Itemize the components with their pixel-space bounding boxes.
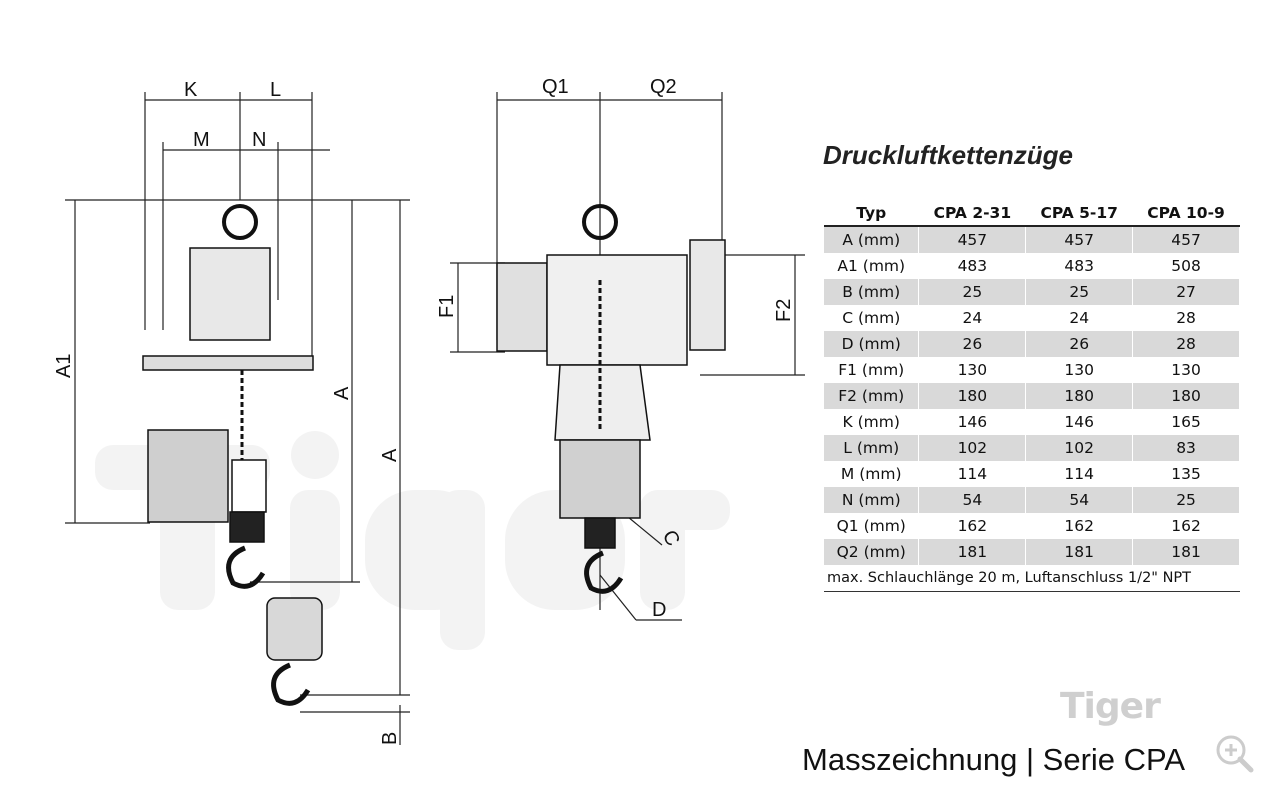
cell-value: 180	[918, 383, 1027, 409]
dim-label-a-inner: A	[331, 386, 353, 400]
row-label: L (mm)	[824, 435, 920, 461]
dim-label-f2: F2	[773, 299, 795, 322]
table-footer-note: max. Schlauchlänge 20 m, Luftanschluss 1…	[824, 565, 1240, 592]
dim-label-m: M	[193, 129, 210, 151]
row-label: F1 (mm)	[824, 357, 920, 383]
cell-value: 508	[1132, 253, 1240, 279]
cell-value: 24	[918, 305, 1027, 331]
cell-value: 25	[918, 279, 1027, 305]
dim-label-q1: Q1	[542, 76, 569, 98]
cell-value: 162	[1132, 513, 1240, 539]
row-label: A1 (mm)	[824, 253, 920, 279]
row-label: B (mm)	[824, 279, 920, 305]
cell-value: 180	[1132, 383, 1240, 409]
hoist-front-view	[496, 204, 726, 594]
dim-label-a-outer: A	[379, 448, 401, 462]
cell-value: 83	[1132, 435, 1240, 461]
zoom-in-icon[interactable]	[1214, 733, 1254, 773]
cell-value: 135	[1132, 461, 1240, 487]
row-label: A (mm)	[824, 226, 920, 253]
dim-label-q2: Q2	[650, 76, 677, 98]
row-label: M (mm)	[824, 461, 920, 487]
cell-value: 181	[918, 539, 1027, 565]
cell-value: 26	[918, 331, 1027, 357]
hoist-side-view	[142, 204, 323, 706]
cell-value: 25	[1132, 487, 1240, 513]
dimensions-table: Typ CPA 2-31 CPA 5-17 CPA 10-9 A (mm)457…	[824, 201, 1240, 592]
table-header-row: Typ CPA 2-31 CPA 5-17 CPA 10-9	[824, 201, 1240, 227]
cell-value: 457	[918, 226, 1027, 253]
cell-value: 130	[918, 357, 1027, 383]
cell-value: 181	[1132, 539, 1240, 565]
cell-value: 54	[1025, 487, 1134, 513]
page-title: Druckluftkettenzüge	[823, 140, 1073, 170]
cell-value: 483	[918, 253, 1027, 279]
cell-value: 457	[1025, 226, 1134, 253]
row-label: K (mm)	[824, 409, 920, 435]
cell-value: 25	[1025, 279, 1134, 305]
dim-label-k: K	[184, 79, 198, 101]
dim-label-c: C	[658, 527, 684, 551]
cell-value: 114	[1025, 461, 1134, 487]
dimension-lines	[65, 92, 805, 745]
row-label: D (mm)	[824, 331, 920, 357]
cell-value: 24	[1025, 305, 1134, 331]
row-label: Q2 (mm)	[824, 539, 920, 565]
cell-value: 483	[1025, 253, 1134, 279]
cell-value: 162	[1025, 513, 1134, 539]
dim-label-n: N	[252, 129, 266, 151]
header-cpa-10-9: CPA 10-9	[1132, 201, 1240, 227]
dim-label-d: D	[652, 599, 666, 621]
cell-value: 130	[1132, 357, 1240, 383]
cell-value: 28	[1132, 331, 1240, 357]
cell-value: 26	[1025, 331, 1134, 357]
cell-value: 162	[918, 513, 1027, 539]
cell-value: 28	[1132, 305, 1240, 331]
cell-value: 457	[1132, 226, 1240, 253]
row-label: N (mm)	[824, 487, 920, 513]
row-label: Q1 (mm)	[824, 513, 920, 539]
dim-label-f1: F1	[436, 295, 458, 318]
cell-value: 165	[1132, 409, 1240, 435]
cell-value: 114	[918, 461, 1027, 487]
table-footer-row: max. Schlauchlänge 20 m, Luftanschluss 1…	[824, 565, 1240, 592]
cell-value: 27	[1132, 279, 1240, 305]
header-cpa-5-17: CPA 5-17	[1025, 201, 1134, 227]
dim-label-a1: A1	[53, 354, 75, 378]
cell-value: 130	[1025, 357, 1134, 383]
cell-value: 146	[1025, 409, 1134, 435]
header-typ: Typ	[824, 201, 920, 227]
cell-value: 146	[918, 409, 1027, 435]
dim-label-b: B	[379, 732, 401, 745]
row-label: C (mm)	[824, 305, 920, 331]
caption: Masszeichnung | Serie CPA	[802, 742, 1186, 777]
cell-value: 102	[1025, 435, 1134, 461]
tiger-logo: Tiger	[1060, 686, 1161, 727]
cell-value: 54	[918, 487, 1027, 513]
cell-value: 102	[918, 435, 1027, 461]
cell-value: 180	[1025, 383, 1134, 409]
dim-label-l: L	[270, 79, 281, 101]
row-label: F2 (mm)	[824, 383, 920, 409]
cell-value: 181	[1025, 539, 1134, 565]
header-cpa-2-31: CPA 2-31	[918, 201, 1027, 227]
dimension-labels: K L M N A1 A A B Q1 Q2 F1 F2 C D	[53, 76, 795, 745]
